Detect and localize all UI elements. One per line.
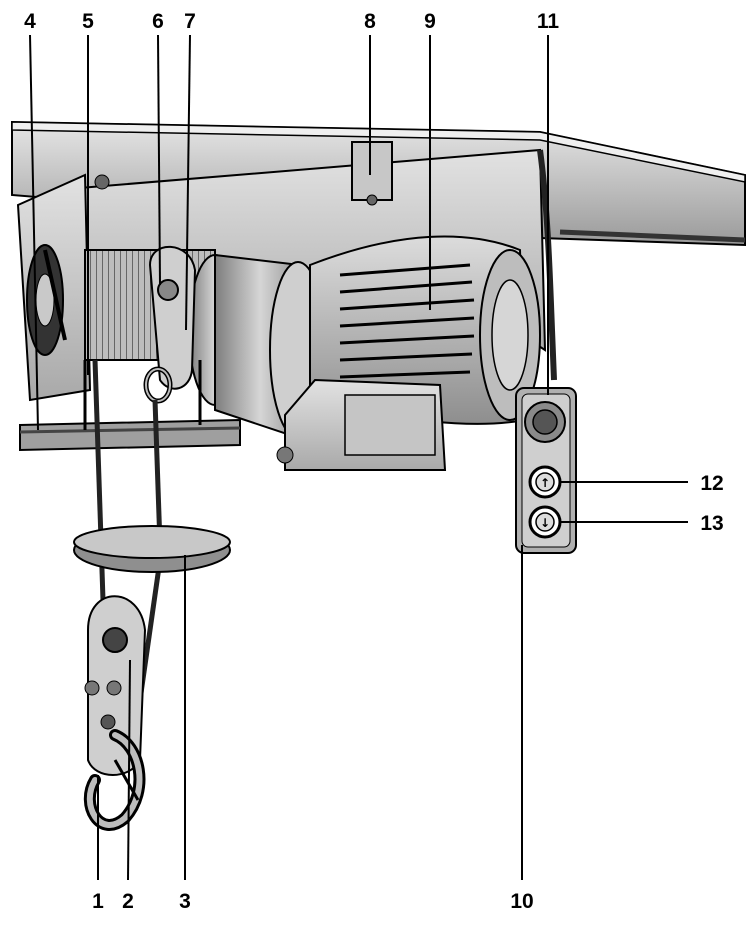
leader-7 <box>185 34 191 331</box>
motor <box>309 235 541 425</box>
leader-2 <box>127 659 131 881</box>
rope-guide-bar <box>19 360 241 452</box>
callout-11: 11 <box>537 10 560 33</box>
callout-13: 13 <box>700 512 723 535</box>
callout-9: 9 <box>424 10 436 33</box>
callout-5: 5 <box>82 10 94 33</box>
down-button[interactable]: ↓ <box>528 505 562 539</box>
leader-4 <box>29 34 39 431</box>
up-button[interactable]: ↑ <box>528 465 562 499</box>
callout-10: 10 <box>510 890 533 913</box>
callout-6: 6 <box>152 10 164 33</box>
mounting-bracket <box>351 141 393 201</box>
side-frame <box>16 173 92 402</box>
limit-weight <box>73 525 231 573</box>
switch-box <box>276 378 447 471</box>
pendant-control: ↑ ↓ <box>515 387 577 554</box>
callout-3: 3 <box>179 890 191 913</box>
callout-1: 1 <box>92 890 104 913</box>
callout-4: 4 <box>24 10 36 33</box>
pulley-block <box>84 595 147 776</box>
up-arrow-icon: ↑ <box>540 476 550 490</box>
callout-8: 8 <box>364 10 376 33</box>
leader-6 <box>157 34 161 286</box>
leader-lines <box>29 34 688 881</box>
down-arrow-icon: ↓ <box>540 516 550 530</box>
callout-12: 12 <box>700 472 723 495</box>
callout-7: 7 <box>184 10 196 33</box>
callout-labels: 4 5 6 7 8 9 11 12 13 1 2 3 10 <box>24 10 724 913</box>
callout-2: 2 <box>122 890 134 913</box>
lifting-hook <box>83 729 146 831</box>
cooling-fins <box>339 263 475 379</box>
